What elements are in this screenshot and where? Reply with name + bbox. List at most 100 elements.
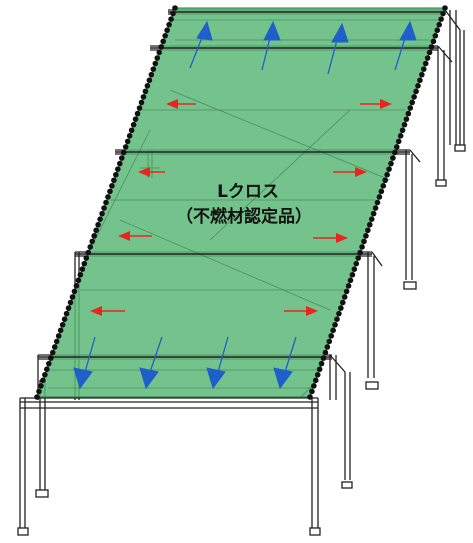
material-label-line1: Lクロス — [217, 182, 279, 202]
lateral-force-arrow-icon — [333, 167, 367, 177]
fastener-dot — [422, 60, 429, 67]
fastener-dot — [318, 360, 325, 367]
fastener-dot — [118, 155, 125, 161]
fastener-dot — [442, 5, 448, 11]
fastener-dot — [324, 344, 331, 350]
fastener-dot — [334, 316, 340, 323]
fastener-dot — [345, 283, 352, 289]
fastener-dot — [40, 377, 46, 384]
fastener-dot — [150, 66, 157, 72]
fastener-dot — [361, 238, 367, 245]
fastener-dot — [138, 99, 145, 106]
fastener-dot — [401, 121, 408, 128]
fastener-dot — [349, 271, 356, 278]
fastener-dot — [322, 349, 329, 356]
fastener-dot — [46, 360, 52, 367]
fastener-dot — [89, 238, 95, 245]
fastener-dot — [420, 66, 427, 72]
fastener-dot — [432, 32, 439, 39]
fastener-dot — [409, 99, 416, 106]
fastener-dot — [434, 27, 441, 34]
fastener-dot — [330, 327, 336, 334]
fastener-dot — [368, 216, 375, 222]
fastener-dot — [359, 244, 365, 250]
fastener-dot — [336, 310, 342, 317]
fastener-dot — [73, 283, 80, 289]
fastener-dot — [170, 10, 176, 17]
fastener-dot — [101, 205, 107, 211]
fastener-dot — [347, 277, 354, 284]
fastener-dot — [117, 160, 123, 167]
fastener-dot — [87, 244, 94, 250]
fastener-dot — [428, 44, 435, 50]
fastener-dot — [107, 188, 113, 195]
fastener-dot — [338, 305, 344, 311]
fastener-dot — [36, 388, 42, 395]
fastener-dot — [314, 371, 321, 378]
fastener-dot — [311, 383, 317, 389]
fastener-dot — [44, 366, 50, 373]
fastener-dot — [395, 138, 402, 145]
fastener-dot — [440, 10, 446, 17]
fastener-dot — [353, 260, 360, 267]
fastener-dot — [93, 227, 99, 234]
fastener-dot — [99, 210, 105, 217]
fastener-dot — [339, 299, 346, 306]
fastener-dot — [81, 260, 88, 267]
fastener-dot — [436, 21, 443, 28]
fastener-dot — [57, 327, 64, 334]
fastener-dot — [75, 277, 82, 284]
fastener-dot — [91, 233, 97, 239]
fastener-dot — [152, 60, 159, 67]
fastener-dot — [405, 110, 412, 117]
tension-arrow-icon — [206, 336, 229, 390]
fastener-dot — [386, 166, 392, 172]
fastener-dot — [105, 194, 111, 200]
fastener-dot — [115, 166, 121, 172]
fastener-dot — [332, 321, 338, 328]
fastener-dot — [109, 183, 115, 189]
fastener-dot — [53, 338, 60, 345]
fastener-dot — [160, 38, 166, 45]
fastener-dot — [61, 316, 68, 323]
fastener-dot — [166, 21, 172, 28]
fastener-dot — [63, 310, 70, 317]
fastener-dot — [113, 171, 119, 178]
fastener-dot — [397, 133, 404, 139]
tension-arrow-icon — [261, 20, 281, 71]
fastener-dot — [424, 55, 431, 61]
fastener-dot — [49, 349, 56, 356]
lateral-force-arrows — [90, 99, 392, 316]
tension-arrow-icon — [73, 336, 96, 390]
tension-arrow-icon — [273, 336, 297, 390]
fastener-dot — [372, 205, 379, 211]
fastener-dot — [85, 249, 92, 256]
fastener-dot — [328, 333, 335, 339]
fastener-dot — [65, 305, 72, 311]
left-edge-fasteners — [34, 5, 178, 400]
fastener-dot — [326, 338, 333, 345]
fastener-dot — [417, 77, 423, 84]
fastener-dot — [67, 299, 74, 306]
fastener-dot — [376, 194, 383, 200]
bottom-tension-arrows — [73, 336, 297, 390]
fastener-dot — [382, 177, 389, 184]
fastener-dot — [309, 388, 315, 395]
fastener-dot — [390, 155, 396, 161]
fastener-dot — [357, 249, 363, 256]
fastener-dot — [438, 16, 444, 22]
fastener-dot — [415, 83, 421, 89]
fastener-dot — [419, 71, 425, 78]
fastener-dot — [59, 321, 66, 328]
fastener-dot — [378, 188, 385, 195]
fastener-dot — [341, 294, 348, 300]
lateral-force-arrow-icon — [138, 167, 165, 177]
fastener-dot — [42, 371, 48, 378]
fastener-dot — [366, 221, 373, 228]
tension-arrow-icon — [189, 20, 213, 69]
top-tension-arrows — [189, 20, 417, 75]
fastener-dot — [365, 227, 371, 234]
fastener-dot — [411, 94, 417, 100]
fastener-dot — [388, 160, 394, 167]
fastener-dot — [69, 294, 76, 300]
